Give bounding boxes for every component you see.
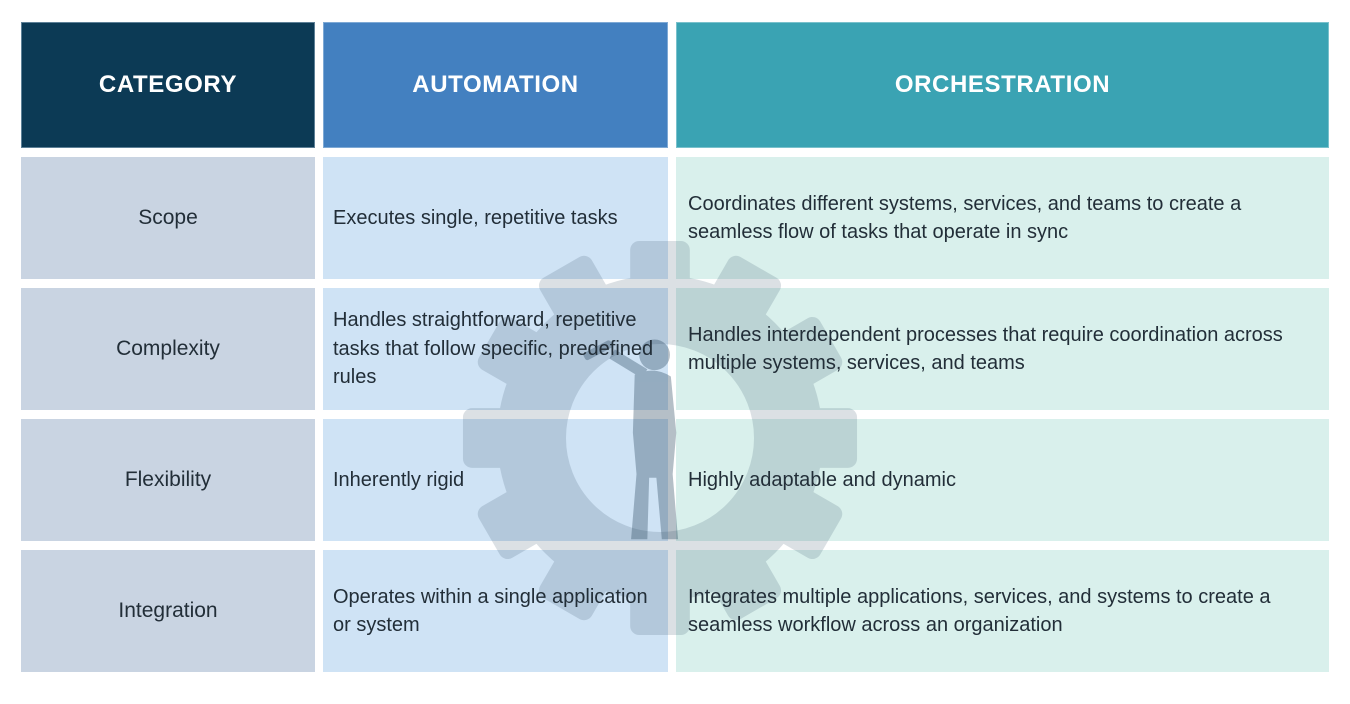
automation-cell-text: Inherently rigid — [333, 468, 465, 491]
table-row-flexibility-category: Flexibility — [21, 419, 315, 541]
table-row-integration-automation: Operates within a single application or … — [323, 550, 668, 672]
header-cell-category: CATEGORY — [21, 22, 315, 148]
automation-cell-text: Executes single, repetitive tasks — [333, 206, 618, 229]
orchestration-cell-text: Handles interdependent processes that re… — [688, 323, 1283, 374]
header-cell-orchestration: ORCHESTRATION — [676, 22, 1329, 148]
header-label-orchestration: ORCHESTRATION — [894, 71, 1111, 98]
table-row-complexity-orchestration: Handles interdependent processes that re… — [676, 288, 1329, 410]
row-category-label: Complexity — [116, 337, 220, 360]
table-row-complexity-category: Complexity — [21, 288, 315, 410]
table-row-flexibility-orchestration: Highly adaptable and dynamic — [676, 419, 1329, 541]
orchestration-cell-text: Integrates multiple applications, servic… — [688, 585, 1271, 636]
row-category-label: Integration — [118, 599, 218, 622]
automation-cell-text: Handles straightforward, repetitive task… — [333, 309, 654, 389]
orchestration-cell-text: Coordinates different systems, services,… — [688, 192, 1242, 243]
table-row-integration-orchestration: Integrates multiple applications, servic… — [676, 550, 1329, 672]
comparison-table: CATEGORY AUTOMATION ORCHESTRATION Scope … — [21, 22, 1329, 672]
header-cell-automation: AUTOMATION — [323, 22, 668, 148]
orchestration-cell-text: Highly adaptable and dynamic — [688, 468, 956, 491]
row-category-label: Scope — [138, 206, 198, 229]
header-label-category: CATEGORY — [98, 71, 238, 98]
table-row-scope-category: Scope — [21, 157, 315, 279]
header-label-automation: AUTOMATION — [412, 71, 579, 98]
row-category-label: Flexibility — [124, 468, 212, 491]
table-row-flexibility-automation: Inherently rigid — [323, 419, 668, 541]
table-row-scope-automation: Executes single, repetitive tasks — [323, 157, 668, 279]
table-row-complexity-automation: Handles straightforward, repetitive task… — [323, 288, 668, 410]
automation-cell-text: Operates within a single application or … — [333, 585, 648, 636]
table-row-scope-orchestration: Coordinates different systems, services,… — [676, 157, 1329, 279]
table-row-integration-category: Integration — [21, 550, 315, 672]
